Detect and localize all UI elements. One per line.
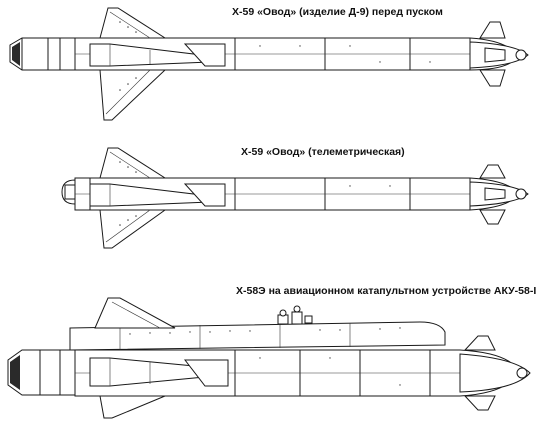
m1-upper-wing xyxy=(99,7,167,39)
m1-front-canard-bottom xyxy=(479,69,506,87)
caption-missile-telemetry: Х-59 «Овод» (телеметрическая) xyxy=(241,146,405,158)
m3-launcher-rail xyxy=(69,321,446,351)
m2-lower-wing xyxy=(99,209,167,249)
m3-launcher-lugs xyxy=(277,305,313,325)
m1-strake xyxy=(183,43,226,67)
m3-front-canard-top xyxy=(463,335,496,351)
m3-lower-wing xyxy=(99,395,166,419)
missile-1-side-view xyxy=(9,7,529,121)
m3-strake xyxy=(183,359,229,387)
m1-lower-wing xyxy=(99,69,167,121)
caption-missile-d9: Х-59 «Овод» (изделие Д-9) перед пуском xyxy=(232,6,443,18)
m1-front-canard-top xyxy=(479,21,506,39)
m3-front-canard-bottom xyxy=(463,395,496,411)
m2-upper-wing xyxy=(99,147,167,179)
m2-front-canard-top xyxy=(479,164,506,179)
m3-nose-sensor xyxy=(459,353,531,393)
caption-missile-aku58: Х-58Э на авиационном катапультном устрой… xyxy=(236,285,537,297)
missile-3-on-launcher xyxy=(7,297,531,419)
m2-strake xyxy=(183,183,226,207)
missile-2-side-view xyxy=(61,147,529,249)
m3-upper-wing xyxy=(94,297,176,329)
m2-front-canard-bottom xyxy=(479,209,506,225)
